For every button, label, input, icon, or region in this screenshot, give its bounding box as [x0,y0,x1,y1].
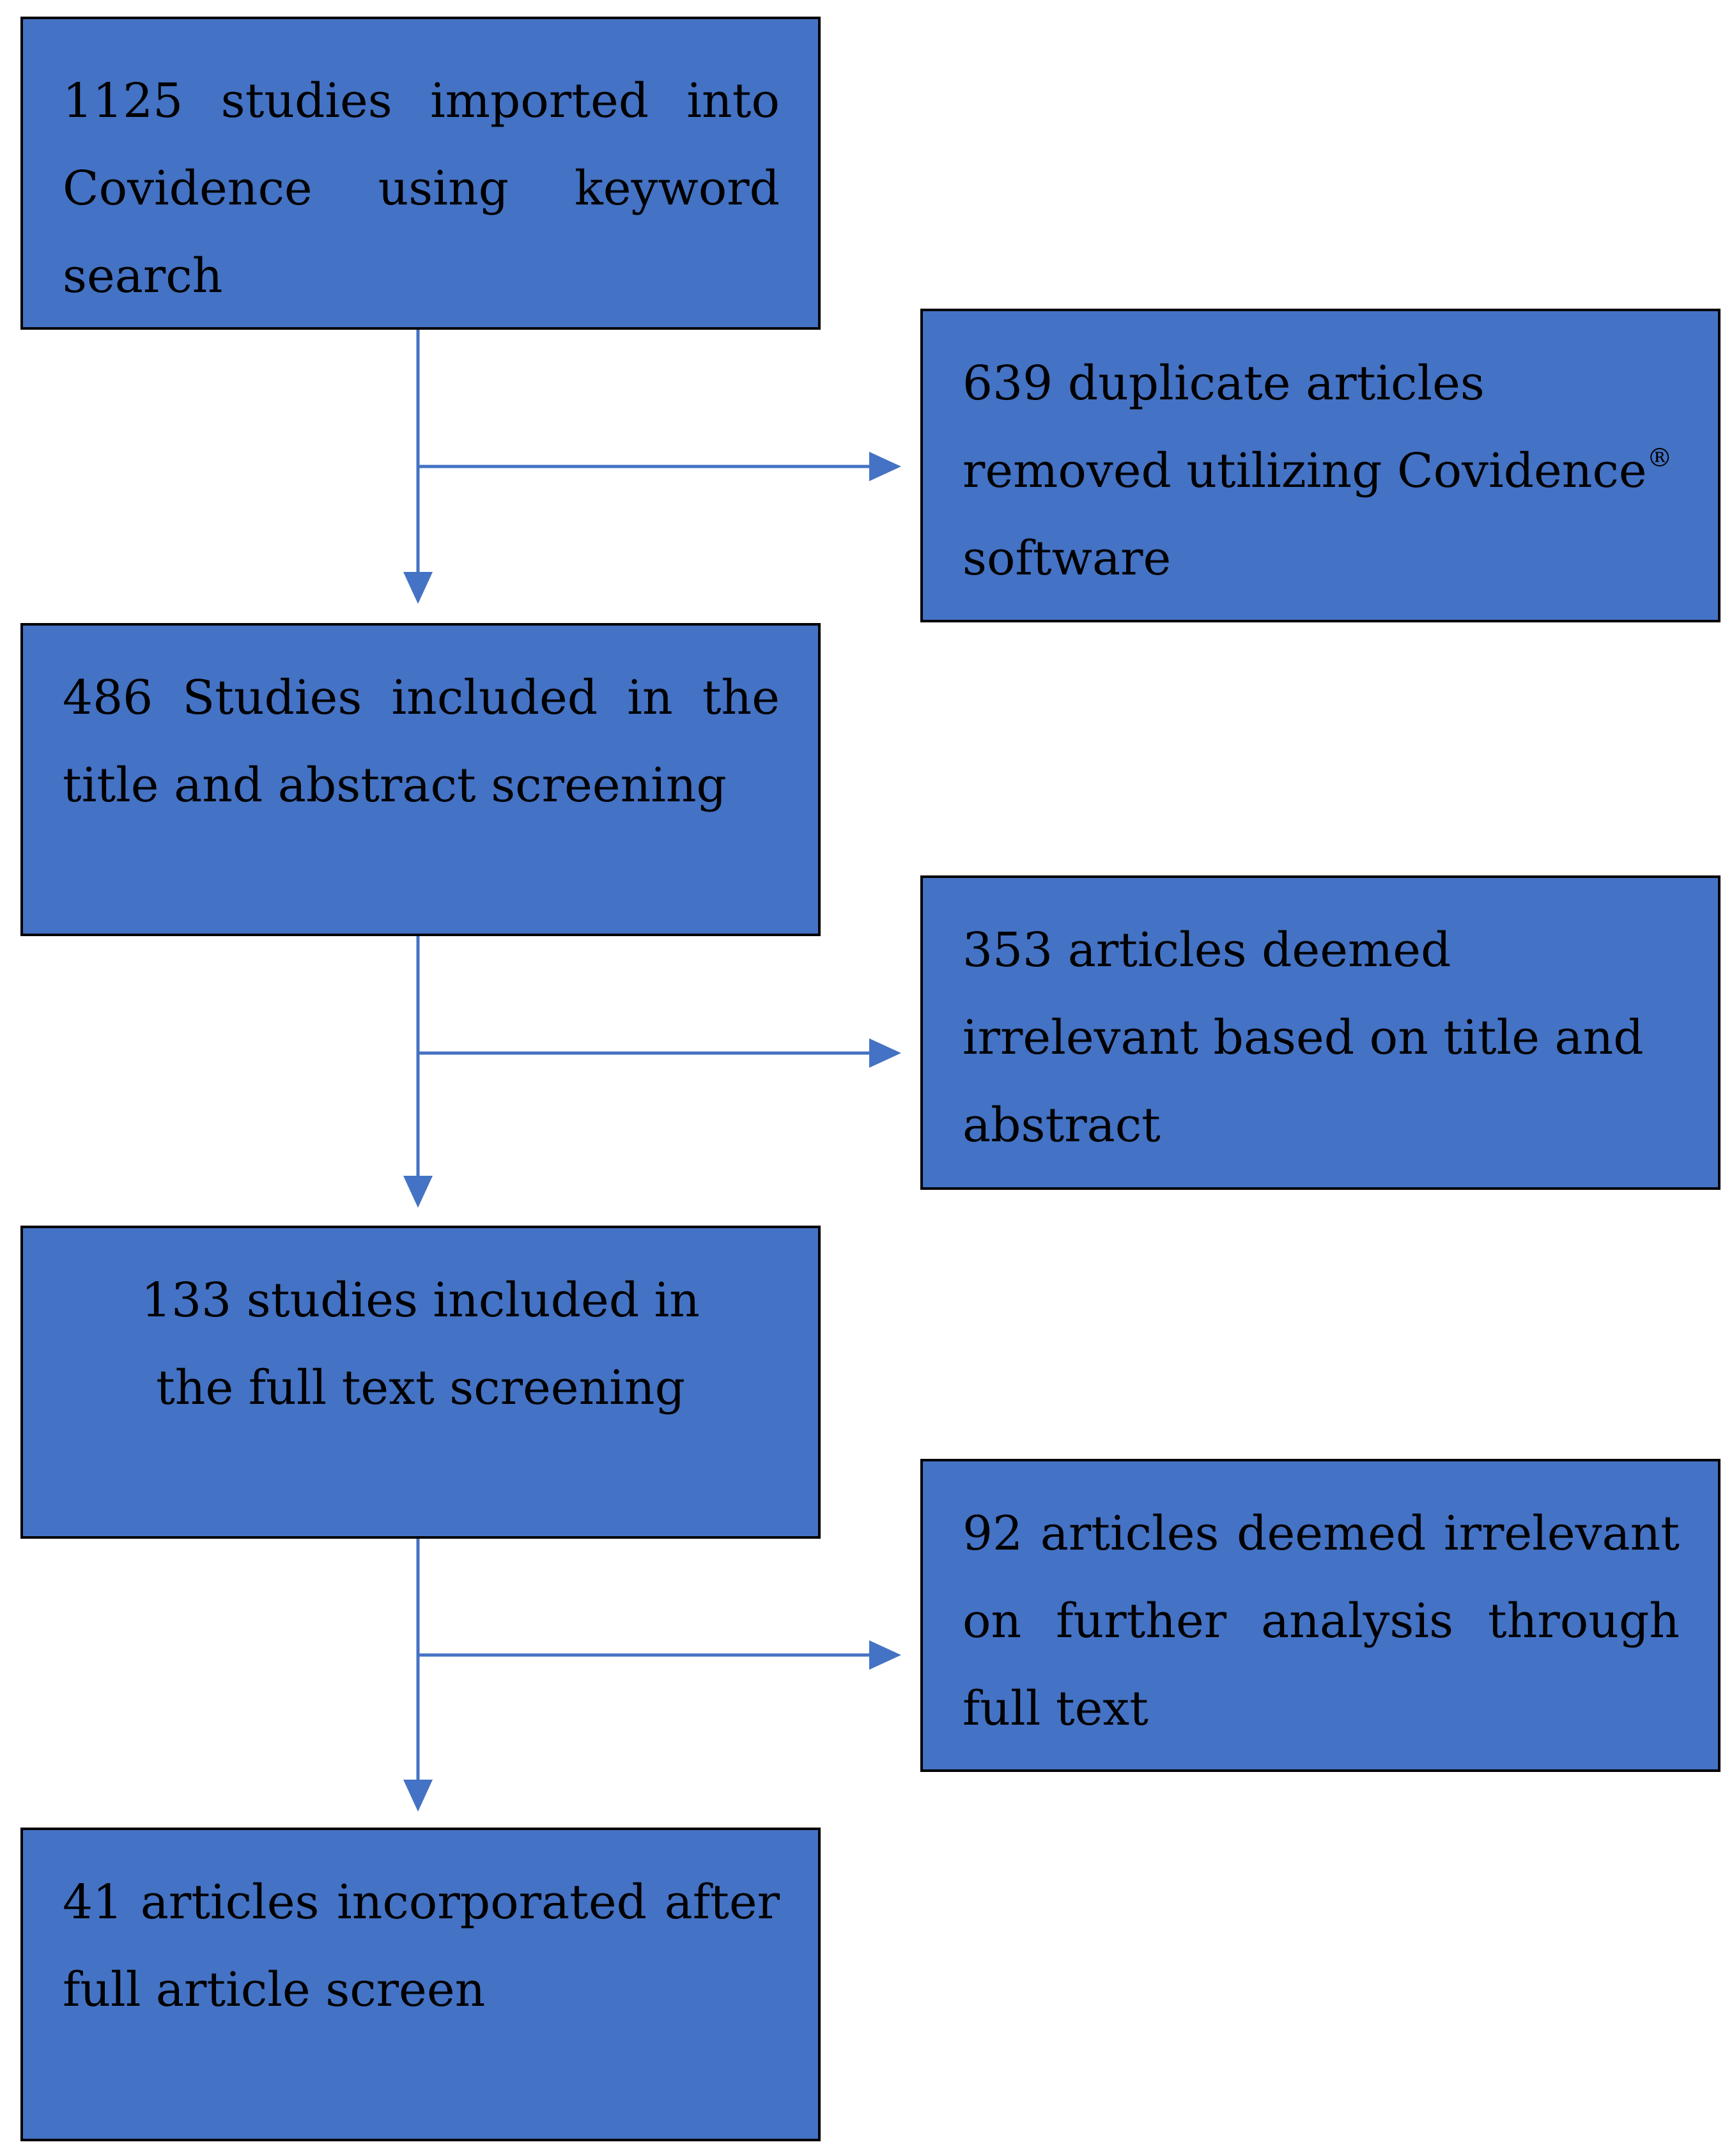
box-articles-incorporated: 41 articles incorporated after full arti… [20,1828,821,2141]
box-incorporated-text: 41 articles incorporated after full arti… [63,1875,780,2017]
down-arrow-2 [403,1176,433,1208]
box-irrelevant-title-abstract: 353 articles deemed irrelevant based on … [920,875,1720,1190]
right-arrow-2 [869,1038,901,1068]
box-imported-studies: 1125 studies imported into Covidence usi… [20,17,821,330]
box-irrelevant-full-text: 92 articles deemed irrelevant on further… [920,1459,1720,1772]
box-title-abstract-screening: 486 Studies included in the title and ab… [20,623,821,936]
box-duplicates-text-tail: software [963,531,1171,586]
connector-2 [403,936,901,1208]
down-arrow-1 [403,572,433,604]
connector-1 [403,329,901,604]
box-title-abstract-text: 486 Studies included in the title and ab… [63,670,780,813]
box-irrelevant-full-text-text: 92 articles deemed irrelevant on further… [963,1506,1680,1736]
box-duplicates-text: 639 duplicate articles removed utilizing… [963,356,1673,586]
right-arrow-1 [869,452,901,481]
box-imported-studies-text: 1125 studies imported into Covidence usi… [63,73,780,304]
registered-mark: ® [1646,443,1673,473]
box-irrelevant-title-text: 353 articles deemed irrelevant based on … [963,923,1644,1153]
right-arrow-3 [869,1640,901,1670]
box-full-text-text: 133 studies included in the full text sc… [141,1273,700,1415]
box-duplicates-removed: 639 duplicate articles removed utilizing… [920,309,1720,622]
connector-3 [403,1539,901,1812]
box-duplicates-text-main: 639 duplicate articles removed utilizing… [963,356,1647,498]
box-full-text-screening: 133 studies included in the full text sc… [20,1226,821,1539]
down-arrow-3 [403,1780,433,1812]
